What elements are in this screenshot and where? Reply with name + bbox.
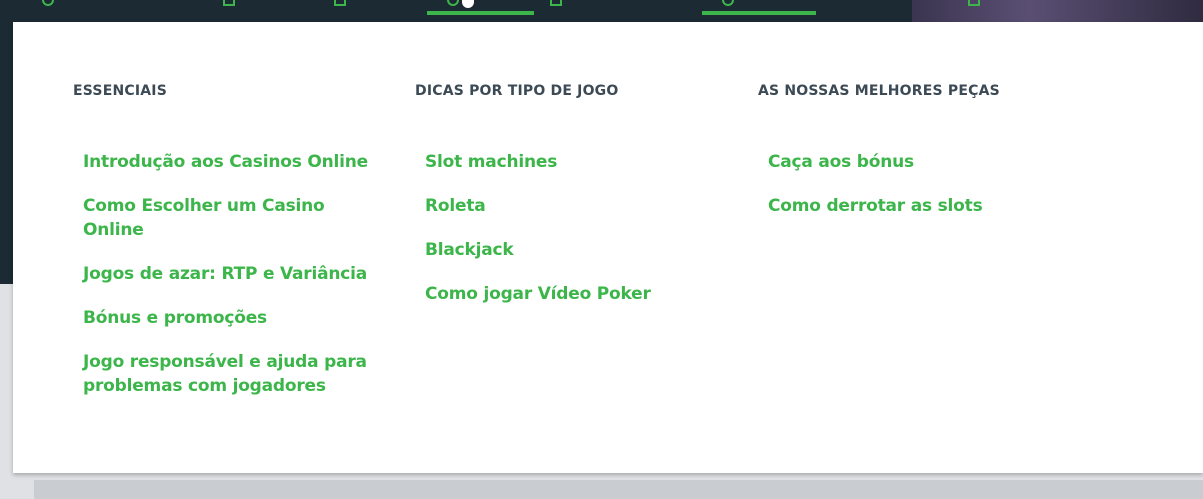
menu-link[interactable]: Jogo responsável e ajuda para problemas … (83, 352, 367, 396)
banner-image (912, 0, 1203, 22)
link-list: Slot machines Roleta Blackjack Como joga… (425, 150, 725, 326)
menu-link[interactable]: Bónus e promoções (83, 308, 267, 328)
top-navigation-bar (0, 0, 1203, 22)
nav-menu-icon[interactable] (447, 0, 459, 6)
menu-link[interactable]: Jogos de azar: RTP e Variância (83, 264, 368, 284)
column-heading: DICAS POR TIPO DE JOGO (415, 83, 619, 99)
nav-menu-icon[interactable] (223, 0, 235, 6)
mouse-cursor-icon (462, 0, 474, 8)
nav-menu-icon[interactable] (42, 0, 54, 6)
menu-link[interactable]: Como derrotar as slots (768, 196, 983, 216)
active-nav-indicator (427, 11, 534, 15)
column-heading: ESSENCIAIS (73, 83, 167, 99)
link-list: Caça aos bónus Como derrotar as slots (768, 150, 1068, 238)
menu-link[interactable]: Como Escolher um Casino Online (83, 196, 325, 240)
menu-link[interactable]: Blackjack (425, 240, 514, 260)
menu-link[interactable]: Slot machines (425, 152, 558, 172)
menu-link[interactable]: Como jogar Vídeo Poker (425, 284, 651, 304)
nav-menu-icon[interactable] (968, 0, 980, 6)
page-content-strip (34, 480, 1203, 499)
active-nav-indicator (702, 11, 816, 15)
nav-menu-icon[interactable] (550, 0, 562, 6)
page-background-dark (0, 22, 14, 284)
menu-link[interactable]: Caça aos bónus (768, 152, 914, 172)
mega-menu-dropdown: ESSENCIAIS Introdução aos Casinos Online… (13, 22, 1203, 473)
column-heading: AS NOSSAS MELHORES PEÇAS (758, 83, 1000, 99)
link-list: Introdução aos Casinos Online Como Escol… (83, 150, 373, 418)
menu-link[interactable]: Introdução aos Casinos Online (83, 152, 368, 172)
nav-menu-icon[interactable] (334, 0, 346, 6)
menu-link[interactable]: Roleta (425, 196, 486, 216)
nav-menu-icon[interactable] (722, 0, 734, 6)
